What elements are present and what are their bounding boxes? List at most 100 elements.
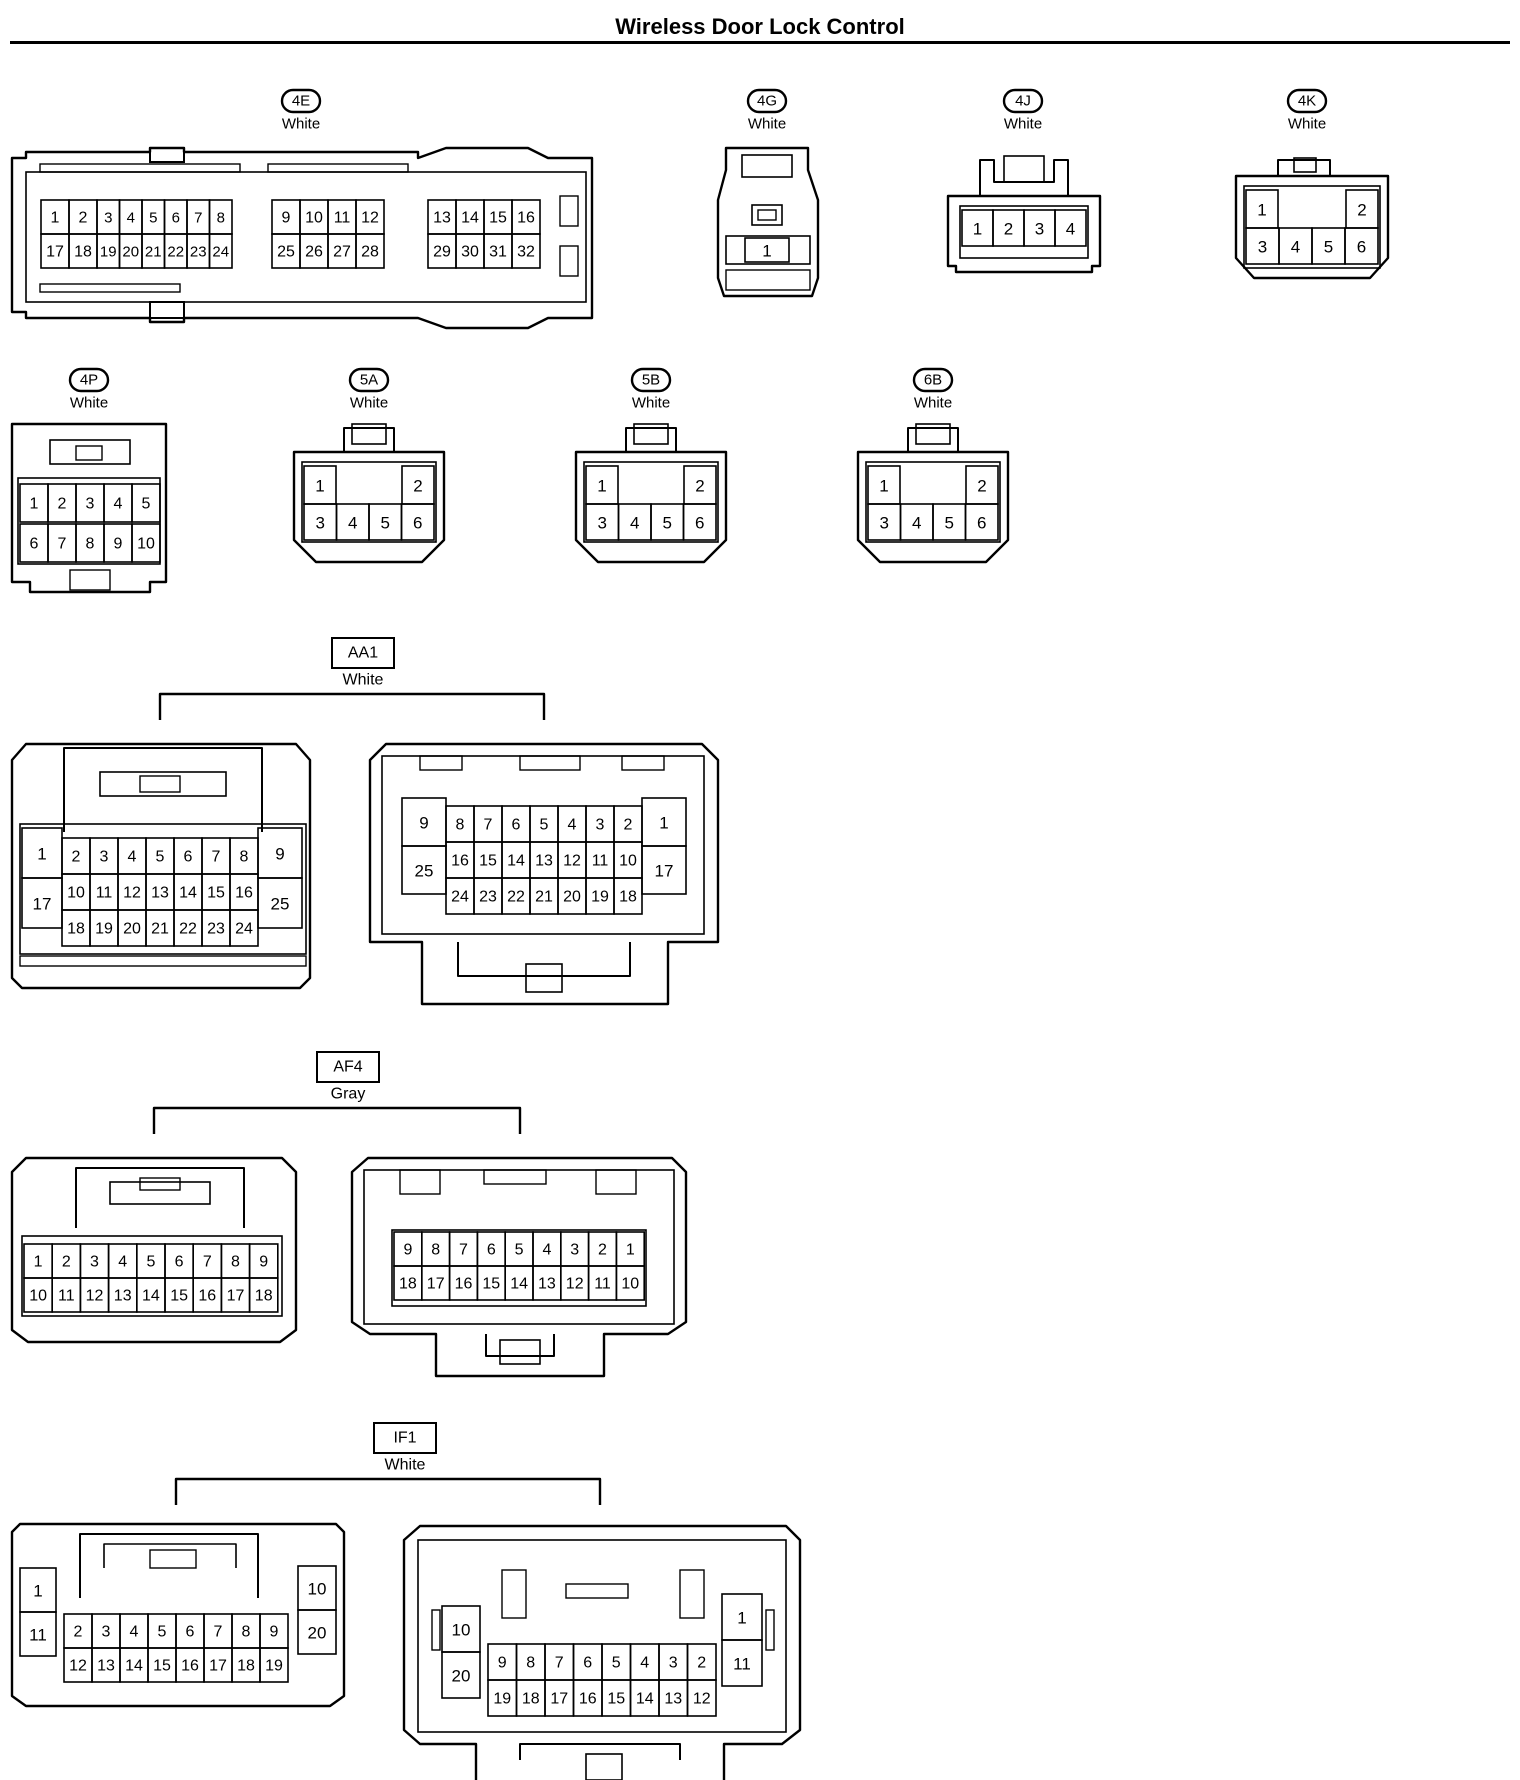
pin-label: 16 — [451, 853, 469, 870]
pin-cell — [131, 523, 161, 563]
pin-label: 15 — [482, 1276, 500, 1293]
pin-label: 28 — [361, 244, 379, 261]
pin-label: 17 — [655, 862, 674, 881]
connector-AF4-right-housing — [350, 1156, 688, 1378]
pin-label: 7 — [58, 536, 67, 553]
pin-label: 6 — [30, 536, 39, 553]
slot — [621, 755, 665, 771]
pin-label: 17 — [46, 244, 64, 261]
pin-label: 5 — [663, 514, 672, 533]
lock-tab — [525, 963, 563, 993]
pin-label: 4 — [114, 496, 123, 513]
pin-label: 31 — [489, 244, 507, 261]
pin-label: 11 — [334, 210, 351, 227]
pin-label: 8 — [86, 536, 95, 553]
side-key — [431, 1609, 441, 1651]
housing-lug — [149, 147, 185, 163]
pin-label: 9 — [275, 845, 284, 864]
pin-label: 1 — [34, 1254, 43, 1271]
pin-label: 2 — [598, 1242, 607, 1259]
latch-window — [751, 204, 783, 226]
slot — [679, 1569, 705, 1619]
pin-label: 2 — [1357, 201, 1366, 220]
pin-label: 1 — [33, 1582, 42, 1601]
connector-id-badge — [68, 367, 110, 393]
pin-label: 10 — [452, 1621, 471, 1640]
connector-bracket — [174, 1477, 602, 1505]
pin-label: 21 — [535, 889, 553, 906]
connector-color: White — [350, 395, 388, 412]
pin-label: 13 — [664, 1691, 682, 1708]
slot — [419, 755, 463, 771]
pin-label: 6 — [977, 514, 986, 533]
pin-label: 26 — [305, 244, 323, 261]
pin-frame — [1243, 185, 1381, 269]
pin-label: 16 — [517, 210, 535, 227]
pin-label: 17 — [550, 1691, 568, 1708]
lock-tab — [1003, 155, 1045, 183]
pin-label: 6 — [184, 849, 193, 866]
pin-label: 5 — [146, 1254, 155, 1271]
pin-label: 7 — [484, 817, 493, 834]
latch — [109, 1181, 211, 1205]
pin-label: 10 — [29, 1288, 47, 1305]
pin-cell — [615, 1265, 646, 1301]
pin-label: 2 — [79, 210, 88, 227]
connector-4K-housing — [1234, 174, 1390, 280]
pin-label: 6 — [583, 1655, 592, 1672]
bottom-lug — [69, 569, 111, 591]
connector-color: White — [632, 395, 670, 412]
pin-label: 2 — [413, 477, 422, 496]
connector-id: 5B — [642, 372, 660, 389]
pin-label: 12 — [123, 885, 141, 902]
pin-label: 1 — [51, 210, 60, 227]
connector-color: White — [914, 395, 952, 412]
pin-label: 3 — [598, 514, 607, 533]
lock-tab — [351, 423, 387, 445]
pin-label: 9 — [498, 1655, 507, 1672]
pin-cell — [19, 1611, 57, 1657]
connector-id-badge — [1002, 88, 1044, 114]
pin-label: 17 — [33, 895, 52, 914]
pin-label: 3 — [86, 496, 95, 513]
pin-cell — [259, 1647, 289, 1683]
latch — [99, 771, 227, 797]
lock-tab — [915, 423, 951, 445]
housing-hood — [75, 1167, 245, 1228]
connector-id: 4P — [80, 372, 98, 389]
pin-label: 3 — [570, 1242, 579, 1259]
pin-label: 8 — [240, 849, 249, 866]
slot — [483, 1169, 547, 1185]
pin-label: 9 — [114, 536, 123, 553]
pin-label: 8 — [456, 817, 465, 834]
pin-label: 4 — [630, 514, 639, 533]
pin-label: 2 — [1004, 220, 1013, 239]
connector-color: White — [1004, 116, 1042, 133]
pin-label: 17 — [427, 1276, 445, 1293]
pin-label: 11 — [594, 1276, 611, 1293]
housing-hood — [63, 747, 263, 832]
pin-cell — [248, 1277, 279, 1313]
connector-id-badge — [280, 88, 322, 114]
connector-AA1-right-housing — [368, 742, 720, 1006]
pin-label: 8 — [431, 1242, 440, 1259]
pin-cell — [641, 845, 687, 895]
connector-id: AA1 — [348, 645, 378, 662]
pin-label: 5 — [158, 1624, 167, 1641]
pin-label: 4 — [912, 514, 921, 533]
pin-label: 8 — [242, 1624, 251, 1641]
pin-label: 23 — [479, 889, 497, 906]
connector-id-badge — [912, 367, 954, 393]
latch-inner — [139, 1177, 181, 1191]
pin-label: 12 — [563, 853, 581, 870]
pin-label: 9 — [419, 814, 428, 833]
pin-label: 13 — [433, 210, 451, 227]
connector-id: 5A — [360, 372, 378, 389]
pin-label: 14 — [507, 853, 525, 870]
pin-label: 6 — [1357, 238, 1366, 257]
lower-frame — [725, 269, 811, 291]
pin-cell — [686, 1679, 717, 1717]
pin-label: 7 — [194, 210, 202, 227]
pin-label: 4 — [128, 849, 137, 866]
pin-label: 25 — [277, 244, 295, 261]
